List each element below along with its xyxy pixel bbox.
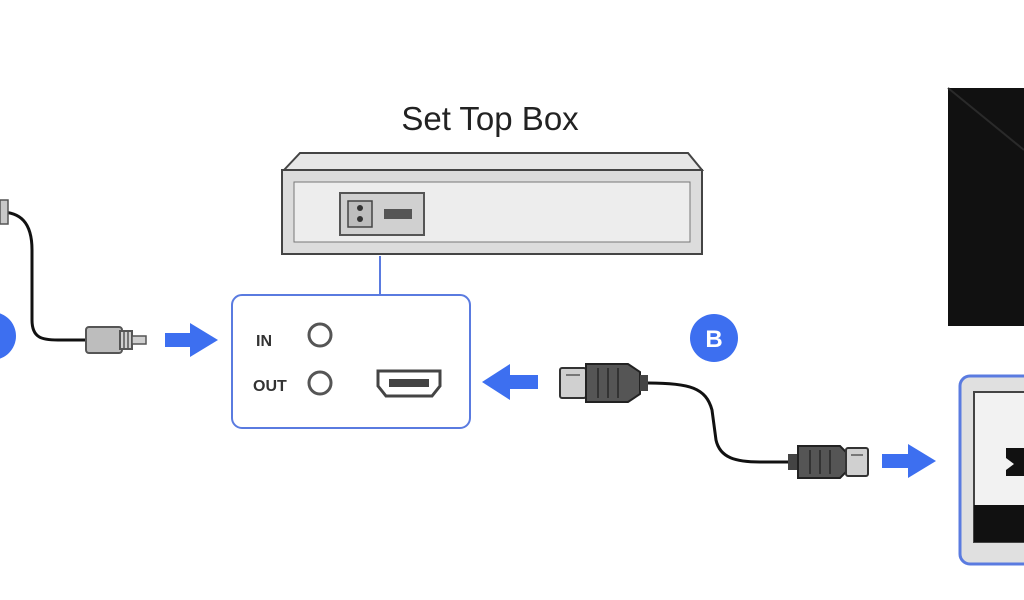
port-in-label: IN bbox=[256, 333, 272, 350]
badge-a-partial bbox=[0, 313, 16, 359]
coax-connector-icon bbox=[85, 326, 147, 354]
tv-port-panel bbox=[958, 374, 1024, 566]
port-out-label: OUT bbox=[253, 378, 287, 395]
coax-cable bbox=[0, 199, 92, 342]
arrow-left-icon bbox=[482, 364, 538, 400]
tv bbox=[947, 87, 1024, 326]
hdmi-port-icon bbox=[1006, 448, 1024, 476]
hdmi-plug-icon bbox=[788, 445, 869, 479]
port-out-jack bbox=[307, 370, 333, 396]
hdmi-port-icon bbox=[376, 369, 442, 398]
port-in-jack bbox=[307, 322, 333, 348]
hdmi-cable bbox=[647, 381, 794, 464]
set-top-box bbox=[281, 152, 705, 255]
badge-b: B bbox=[690, 314, 738, 362]
badge-b-label: B bbox=[705, 326, 722, 353]
arrow-right-icon bbox=[165, 323, 218, 357]
stb-port-panel: IN OUT bbox=[231, 294, 471, 429]
arrow-right-icon bbox=[882, 444, 936, 478]
set-top-box-title: Set Top Box bbox=[401, 100, 579, 137]
hdmi-plug-icon bbox=[559, 363, 648, 403]
